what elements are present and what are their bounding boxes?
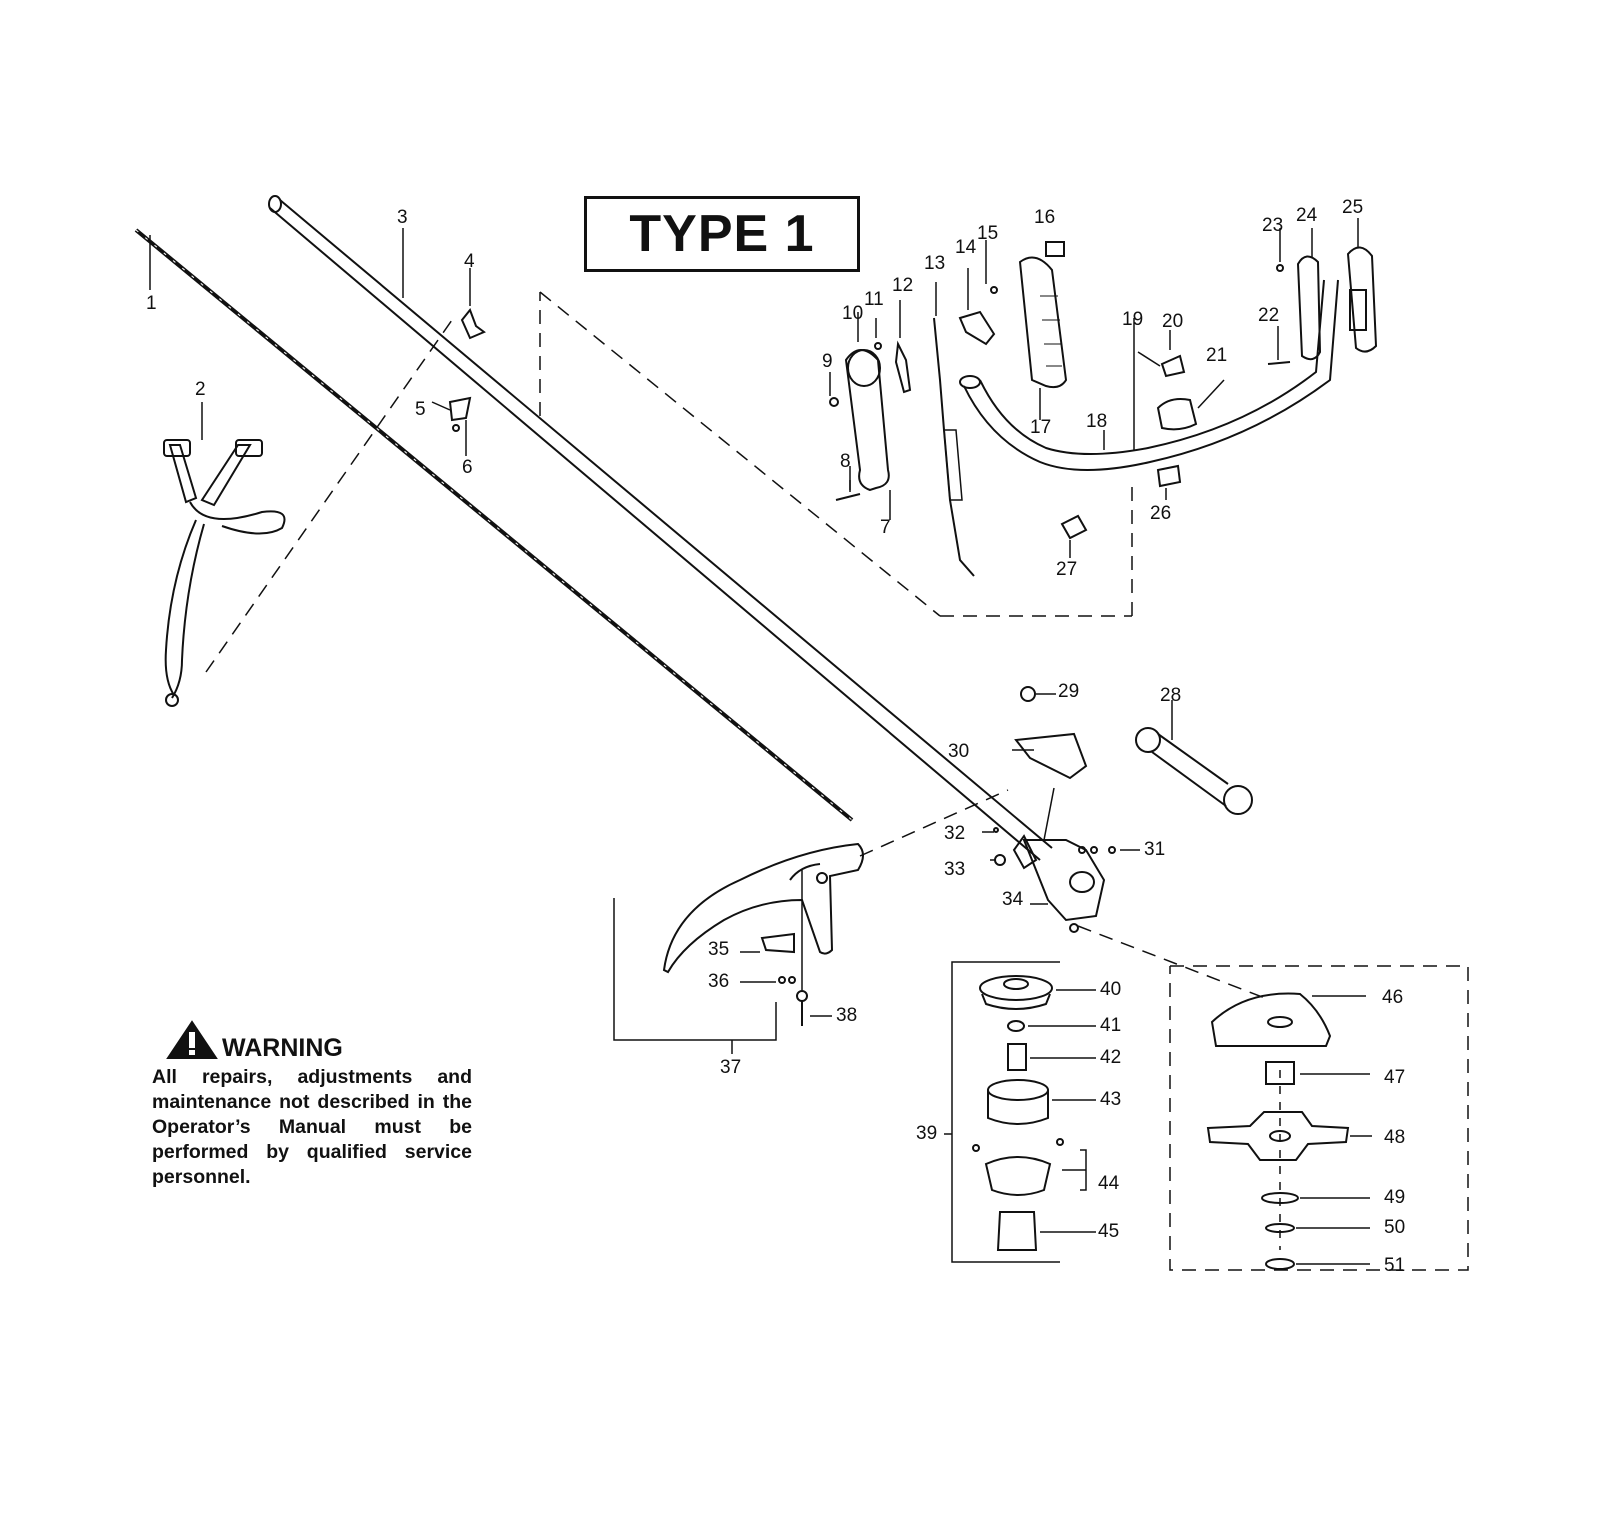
callout-3: 3 xyxy=(397,207,408,228)
callout-13: 13 xyxy=(924,253,946,274)
gearbox-parts xyxy=(982,686,1140,933)
type-title: TYPE 1 xyxy=(629,205,815,263)
callout-44: 44 xyxy=(1098,1173,1120,1194)
drive-tube-part xyxy=(268,195,1053,861)
trigger-parts xyxy=(958,240,998,346)
callout-30: 30 xyxy=(948,741,970,762)
callout-1: 1 xyxy=(146,293,157,314)
callout-48: 48 xyxy=(1384,1127,1406,1148)
callout-29: 29 xyxy=(1058,681,1080,702)
callout-32: 32 xyxy=(944,823,966,844)
rear-grip-parts xyxy=(1018,241,1068,420)
warning-heading: WARNING xyxy=(222,1034,343,1062)
callout-7: 7 xyxy=(880,517,891,538)
callout-45: 45 xyxy=(1098,1221,1120,1242)
callout-47: 47 xyxy=(1384,1067,1406,1088)
callout-17: 17 xyxy=(1030,417,1052,438)
callout-2: 2 xyxy=(195,379,206,400)
hanger-parts xyxy=(431,268,486,456)
callout-26: 26 xyxy=(1150,503,1172,524)
callout-46: 46 xyxy=(1382,987,1404,1008)
warning-block: WARNING All repairs, adjustments and mai… xyxy=(152,1036,472,1190)
callout-43: 43 xyxy=(1100,1089,1122,1110)
throttle-cable-part xyxy=(933,282,975,577)
blade-assembly-parts xyxy=(1077,925,1469,1271)
shield-leader-line xyxy=(859,789,1009,857)
warning-header: WARNING xyxy=(152,1036,472,1061)
harness-leader-line xyxy=(205,319,453,673)
drive-shaft-part xyxy=(134,228,854,822)
callout-9: 9 xyxy=(822,351,833,372)
callout-36: 36 xyxy=(708,971,730,992)
callout-38: 38 xyxy=(836,1005,858,1026)
type-title-box: TYPE 1 xyxy=(584,196,860,272)
callout-49: 49 xyxy=(1384,1187,1406,1208)
callout-15: 15 xyxy=(977,223,999,244)
callout-24: 24 xyxy=(1296,205,1318,226)
callout-18: 18 xyxy=(1086,411,1108,432)
callout-39: 39 xyxy=(916,1123,938,1144)
trimmer-head-parts xyxy=(944,961,1096,1263)
callout-51: 51 xyxy=(1384,1255,1406,1276)
callout-25: 25 xyxy=(1342,197,1364,218)
warning-text: All repairs, adjustments and maintenance… xyxy=(152,1066,472,1188)
callout-33: 33 xyxy=(944,859,966,880)
callout-34: 34 xyxy=(1002,889,1024,910)
callout-20: 20 xyxy=(1162,311,1184,332)
throttle-handle-parts xyxy=(829,300,912,520)
callout-14: 14 xyxy=(955,237,977,258)
callout-42: 42 xyxy=(1100,1047,1122,1068)
callout-41: 41 xyxy=(1100,1015,1122,1036)
callout-5: 5 xyxy=(415,399,426,420)
callout-31: 31 xyxy=(1144,839,1166,860)
callout-50: 50 xyxy=(1384,1217,1406,1238)
callout-40: 40 xyxy=(1100,979,1122,1000)
callout-23: 23 xyxy=(1262,215,1284,236)
right-grip-parts xyxy=(1267,218,1378,365)
callout-6: 6 xyxy=(462,457,473,478)
harness-part xyxy=(163,402,286,707)
callout-19: 19 xyxy=(1122,309,1144,330)
handlebar-clamp-parts xyxy=(1133,318,1225,500)
callout-37: 37 xyxy=(720,1057,742,1078)
callout-10: 10 xyxy=(842,303,864,324)
callout-27: 27 xyxy=(1056,559,1078,580)
callout-8: 8 xyxy=(840,451,851,472)
callout-22: 22 xyxy=(1258,305,1280,326)
wrench-part xyxy=(1135,700,1253,815)
callout-21: 21 xyxy=(1206,345,1228,366)
handlebar-part xyxy=(959,279,1339,471)
warning-triangle-icon xyxy=(166,1020,218,1059)
callout-12: 12 xyxy=(892,275,914,296)
clip-part xyxy=(1060,514,1088,558)
callout-16: 16 xyxy=(1034,207,1056,228)
callout-4: 4 xyxy=(464,251,475,272)
callout-11: 11 xyxy=(864,289,884,310)
callout-35: 35 xyxy=(708,939,730,960)
callout-28: 28 xyxy=(1160,685,1182,706)
shield-parts xyxy=(613,842,864,1054)
handle-leader-line xyxy=(539,291,1133,617)
